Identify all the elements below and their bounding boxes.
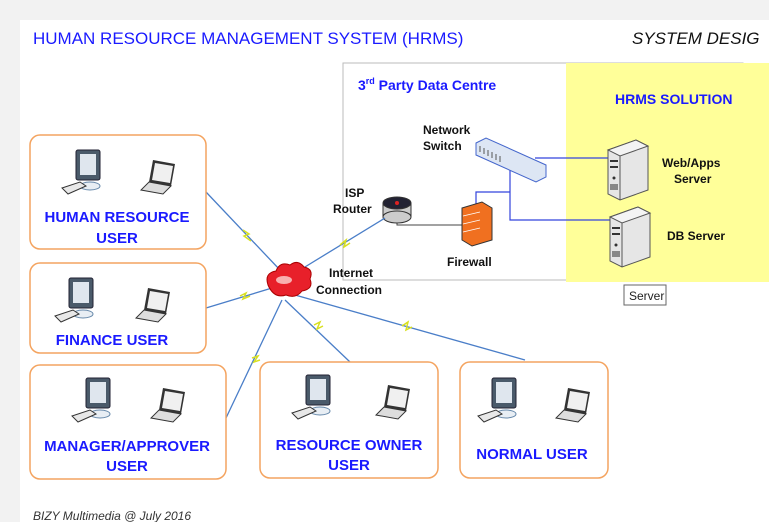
- lan-links: [475, 157, 610, 221]
- user-label: NORMAL USER: [476, 446, 588, 463]
- user-group-manager-approver: MANAGER/APPROVER USER: [29, 364, 227, 480]
- web-server-label: Server: [674, 172, 712, 186]
- user-label: FINANCE USER: [56, 332, 169, 349]
- hrms-solution-area: [566, 63, 769, 282]
- internet-label: Internet: [329, 266, 373, 280]
- router-label: Router: [333, 202, 372, 216]
- firewall-label: Firewall: [447, 255, 492, 269]
- web-server-icon: [607, 139, 649, 201]
- user-label: RESOURCE OWNER: [276, 437, 423, 454]
- footer-credit: BIZY Multimedia @ July 2016: [33, 509, 191, 522]
- user-label: USER: [96, 230, 138, 247]
- internet-cloud-icon: [266, 261, 312, 297]
- server-tag: [623, 284, 667, 306]
- server-tag-label: Server: [629, 289, 664, 303]
- user-group-normal: NORMAL USER: [459, 361, 609, 479]
- db-server-label: DB Server: [667, 229, 725, 243]
- page-subtitle: SYSTEM DESIG: [632, 29, 760, 48]
- lightning-icon: [239, 229, 413, 364]
- router-label: ISP: [345, 186, 364, 200]
- router-icon: [382, 196, 412, 224]
- network-switch-icon: [475, 137, 547, 183]
- user-label: HUMAN RESOURCE: [44, 209, 189, 226]
- firewall-icon: [461, 201, 493, 247]
- internet-label: Connection: [316, 283, 382, 297]
- user-group-resource-owner: RESOURCE OWNER USER: [259, 361, 439, 479]
- user-label: USER: [328, 457, 370, 474]
- page-title: HUMAN RESOURCE MANAGEMENT SYSTEM (HRMS): [33, 29, 463, 48]
- user-label: USER: [106, 458, 148, 475]
- data-centre-title: 3rd Party Data Centre: [358, 76, 496, 93]
- switch-label: Switch: [423, 139, 462, 153]
- hrms-solution-title: HRMS SOLUTION: [615, 91, 732, 107]
- switch-label: Network: [423, 123, 471, 137]
- web-server-label: Web/Apps: [662, 156, 721, 170]
- user-group-human-resource: HUMAN RESOURCE USER: [29, 134, 207, 250]
- db-server-icon: [609, 206, 651, 268]
- user-label: MANAGER/APPROVER: [44, 438, 210, 455]
- user-group-finance: FINANCE USER: [29, 262, 207, 354]
